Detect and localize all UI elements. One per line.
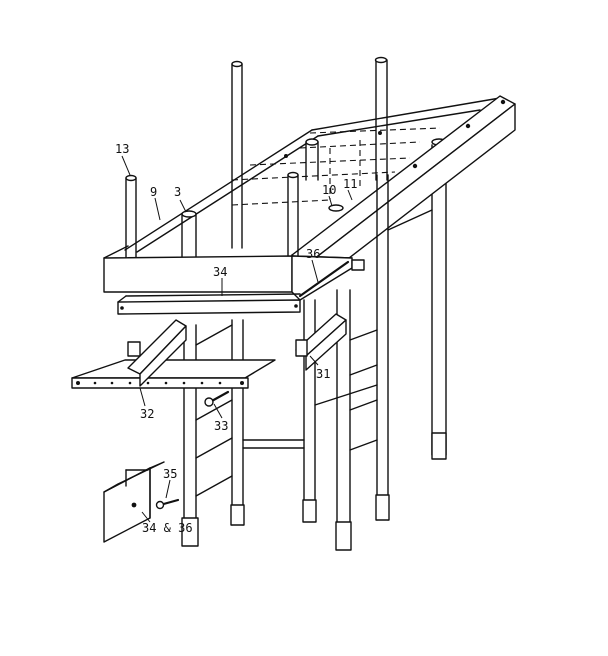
- platform-posts: [125, 138, 344, 261]
- label-3: 3: [174, 185, 181, 199]
- label-13: 13: [115, 142, 129, 156]
- label-9: 9: [150, 185, 157, 199]
- label-31: 31: [316, 367, 330, 381]
- bracket-rail: [117, 260, 350, 315]
- detail-inset: [103, 461, 180, 543]
- rear-posts: [231, 56, 447, 460]
- front-beam: [103, 245, 365, 301]
- label-34-and-36: 34 & 36: [142, 521, 193, 535]
- brace-left: [127, 319, 187, 387]
- label-35: 35: [163, 467, 177, 481]
- label-11: 11: [343, 177, 357, 191]
- label-10: 10: [322, 183, 336, 197]
- step-32: [71, 359, 276, 389]
- label-32: 32: [140, 407, 154, 421]
- label-33: 33: [214, 419, 228, 433]
- leader-lines: [121, 155, 353, 523]
- upper-frame-hidden: [231, 127, 441, 206]
- label-36: 36: [306, 247, 320, 261]
- lower-rear-frame: [242, 174, 433, 551]
- part-labels: 13 9 3 10 11 34 36 31 32 33 35 34 & 36: [115, 142, 357, 535]
- label-34: 34: [213, 265, 227, 279]
- ladder: [181, 319, 245, 547]
- brace-31: [295, 313, 347, 371]
- bolt-33: [204, 390, 230, 407]
